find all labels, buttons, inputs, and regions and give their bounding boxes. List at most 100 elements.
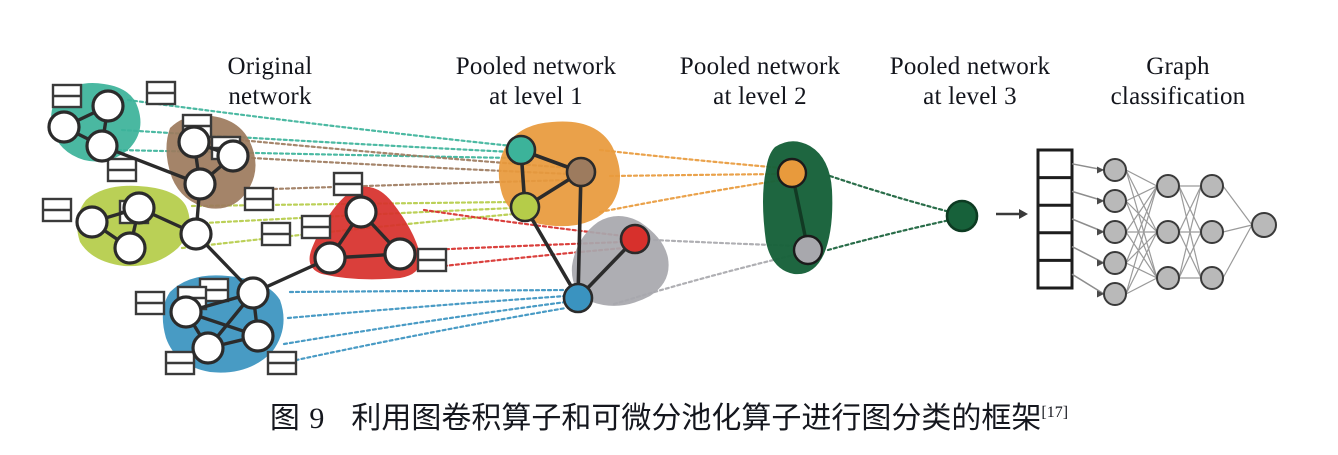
nn-node <box>1200 220 1224 244</box>
graph-node <box>183 167 217 201</box>
graph-node <box>179 217 213 251</box>
nn-node <box>1200 174 1224 198</box>
nn-edge <box>1125 200 1158 233</box>
original-network-nodes <box>47 89 417 365</box>
nn-edge <box>1222 224 1253 279</box>
level1-nodes <box>505 134 651 314</box>
nn-edge <box>1125 185 1158 295</box>
label-line-1: Original <box>227 53 313 80</box>
nn-node <box>1103 158 1127 182</box>
nn-input-arrowhead <box>1097 228 1104 236</box>
graph-node <box>169 295 203 329</box>
pooled-edge <box>523 205 580 300</box>
feature-box <box>41 197 73 223</box>
assignment-link <box>286 294 568 320</box>
nn-edge <box>1125 231 1158 295</box>
nn-edge <box>1222 224 1253 233</box>
label-line-1: Graph <box>1146 53 1210 80</box>
graph-node <box>313 241 347 275</box>
assignment-link <box>608 172 784 178</box>
nn-input-edge <box>1071 273 1105 295</box>
assignment-link <box>426 240 626 252</box>
feature-vector-outline <box>1036 148 1074 290</box>
pooled-node <box>776 157 808 189</box>
nn-edge <box>1178 231 1202 279</box>
pooled-node <box>792 234 824 266</box>
graph-node <box>191 331 225 365</box>
arrow-head <box>1019 209 1028 219</box>
nn-node <box>1156 220 1180 244</box>
nn-node <box>1156 174 1180 198</box>
graph-node <box>113 231 147 265</box>
graph-node <box>216 139 250 173</box>
label-line-2: network <box>228 83 312 110</box>
nn-node <box>1103 282 1127 306</box>
feature-box <box>332 171 364 197</box>
graph-node <box>91 89 125 123</box>
pooled-node <box>619 223 651 255</box>
nn-node <box>1103 251 1127 275</box>
feature-box <box>106 157 138 183</box>
label-pooled-level-1: Pooled network at level 1 <box>438 52 634 112</box>
feature-box <box>145 80 177 106</box>
graph-node <box>236 276 270 310</box>
nn-input-arrowhead <box>1097 166 1104 174</box>
feature-box <box>266 350 298 376</box>
graph-node <box>241 319 275 353</box>
nn-edge <box>1125 169 1158 233</box>
label-line-1: Pooled network <box>679 53 841 80</box>
pooled-node <box>562 282 594 314</box>
pooled-node <box>505 134 537 166</box>
graph-node <box>85 129 119 163</box>
arrow-to-classifier-group <box>996 209 1028 219</box>
label-line-2: at level 2 <box>713 83 807 110</box>
label-line-1: Pooled network <box>889 53 1051 80</box>
label-line-2: classification <box>1110 83 1246 110</box>
figure-number: 图 9 <box>269 402 326 435</box>
feature-box <box>164 350 196 376</box>
feature-box <box>260 221 292 247</box>
nn-edge <box>1222 185 1253 226</box>
feature-box <box>134 290 166 316</box>
feature-box <box>243 186 275 212</box>
nn-node <box>1200 266 1224 290</box>
graph-edge <box>100 144 202 186</box>
label-line-1: Pooled network <box>455 53 617 80</box>
nn-edge <box>1125 231 1158 279</box>
nn-edge <box>1178 185 1202 233</box>
level3-nodes <box>945 199 979 233</box>
nn-input-arrowhead <box>1097 259 1104 267</box>
graph-node <box>383 237 417 271</box>
nn-edge <box>1125 262 1158 279</box>
label-pooled-level-2: Pooled network at level 2 <box>662 52 858 112</box>
label-line-2: at level 1 <box>489 83 583 110</box>
nn-edge <box>1125 231 1158 264</box>
pooled-node <box>509 191 541 223</box>
assignment-link <box>116 148 514 160</box>
assignment-link <box>598 148 784 170</box>
feature-box <box>416 247 448 273</box>
graph-node <box>177 125 211 159</box>
graph-node <box>75 205 109 239</box>
assignment-link <box>282 300 568 346</box>
pooled-edge <box>576 170 583 300</box>
assignment-link <box>826 218 952 252</box>
label-graph-classification: Graph classification <box>1082 52 1274 112</box>
nn-node <box>1103 220 1127 244</box>
nn-edge <box>1125 169 1158 187</box>
graph-node <box>344 195 378 229</box>
assignment-link <box>126 98 514 148</box>
dotted-links-level2-to-level3 <box>826 174 952 252</box>
nn-input-arrowhead <box>1097 290 1104 298</box>
nn-node <box>1156 266 1180 290</box>
level2-nodes <box>776 157 824 266</box>
pooled-node <box>565 156 597 188</box>
feature-box <box>51 83 83 109</box>
figure-caption-text: 利用图卷积算子和可微分池化算子进行图分类的框架 <box>351 402 1042 435</box>
graph-node <box>122 191 156 225</box>
nn-edge <box>1125 185 1158 233</box>
